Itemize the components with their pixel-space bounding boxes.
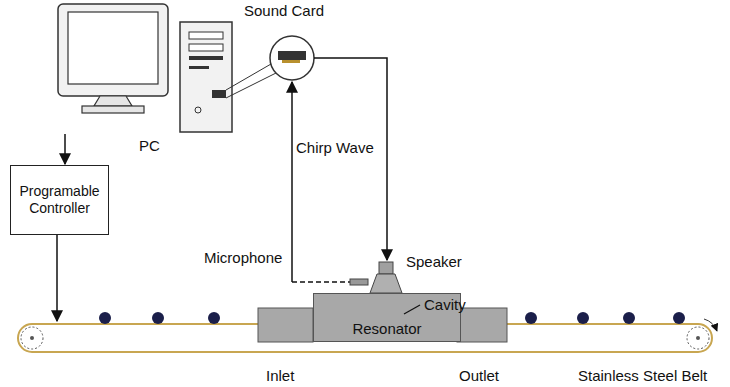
magnifier-circle (270, 36, 314, 80)
drive-slot (189, 56, 223, 60)
component-label: Inlet (266, 367, 294, 384)
leader-line (404, 305, 420, 314)
monitor-base (82, 106, 144, 113)
power-button (195, 107, 201, 113)
rotation-arrow (704, 319, 717, 331)
drive-bay (189, 32, 223, 39)
connector-arrow (64, 134, 66, 164)
microphone-cable (292, 281, 350, 283)
signal-line (314, 58, 387, 260)
node-text: PC (50, 137, 235, 154)
roller (687, 327, 709, 349)
monitor-stand (94, 96, 132, 106)
roller-axle (696, 336, 700, 340)
outlet-block (457, 308, 507, 342)
monitor-screen (68, 12, 158, 84)
control-line (56, 235, 58, 321)
sample-ball (99, 312, 111, 324)
signal-label: Chirp Wave (296, 139, 374, 156)
sample-ball (673, 312, 685, 324)
sound-card (278, 51, 306, 60)
signal-line (291, 82, 293, 282)
speaker-body (379, 262, 393, 274)
drive-bay (189, 44, 223, 51)
component-label: Outlet (459, 367, 499, 384)
sample-ball (152, 312, 164, 324)
speaker-horn (370, 274, 402, 293)
drive-slot (189, 66, 209, 69)
roller-axle (30, 336, 34, 340)
card-pins (282, 60, 300, 63)
roller (21, 327, 43, 349)
component-label: Microphone (204, 249, 282, 266)
sample-ball (525, 312, 537, 324)
component-label: Sound Card (244, 2, 324, 19)
component-label: Cavity (424, 296, 466, 313)
component-label: Speaker (406, 253, 462, 270)
inlet-block (258, 308, 313, 342)
sample-ball (577, 312, 589, 324)
node-text: Programable Controller (15, 183, 104, 217)
pc-tower (180, 22, 232, 132)
monitor (58, 4, 168, 96)
magnifier-line (226, 64, 271, 90)
computer: PC (50, 2, 235, 134)
sample-ball (623, 312, 635, 324)
microphone-symbol (350, 279, 368, 285)
component-label: Stainless Steel Belt (578, 367, 707, 384)
controller-box: Programable Controller (10, 165, 109, 235)
sound-card-slot (212, 90, 226, 98)
sample-ball (208, 312, 220, 324)
magnifier-line (226, 73, 276, 98)
